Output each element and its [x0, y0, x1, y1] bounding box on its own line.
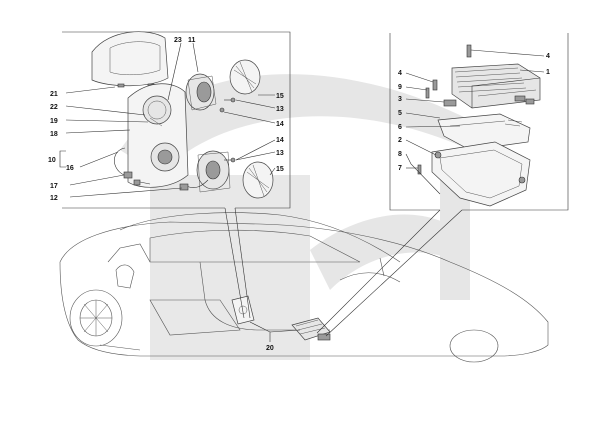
screws-left [219, 97, 236, 163]
callout-2: 2 [398, 137, 402, 144]
car-speaker-enclosure [231, 295, 255, 325]
speaker-grille-upper [229, 59, 261, 95]
callout-13-lower: 13 [276, 150, 284, 157]
callout-17: 17 [50, 183, 58, 190]
left-leader-lines [59, 42, 276, 198]
callout-4-left: 4 [398, 70, 402, 77]
callout-7: 7 [398, 165, 402, 172]
wiring-harness-left [114, 147, 209, 191]
callout-8: 8 [398, 151, 402, 158]
amplifier-bracket [437, 99, 531, 151]
amplifier-unit [451, 63, 541, 109]
left-detail-box [62, 31, 291, 209]
left-callouts: 23 11 21 22 19 18 10 16 17 12 15 13 14 1… [48, 37, 284, 202]
callout-19: 19 [50, 118, 58, 125]
callout-4-right: 4 [546, 53, 550, 60]
callout-13-upper: 13 [276, 106, 284, 113]
callout-20: 20 [266, 345, 274, 352]
midrange-speaker [196, 150, 231, 193]
callout-5: 5 [398, 110, 402, 117]
callout-3: 3 [398, 96, 402, 103]
callout-15-lower: 15 [276, 166, 284, 173]
callout-23: 23 [174, 37, 182, 44]
callout-9: 9 [398, 84, 402, 91]
screws-right [417, 44, 472, 175]
callout-11: 11 [188, 37, 196, 44]
amplifier-tray [431, 141, 531, 207]
callout-22: 22 [50, 104, 58, 111]
callout-18: 18 [50, 131, 58, 138]
speaker-grille-lower [242, 161, 274, 199]
callout-15-upper: 15 [276, 93, 284, 100]
callout-10: 10 [48, 157, 56, 164]
callout-6: 6 [398, 124, 402, 131]
callout-14-lower: 14 [276, 137, 284, 144]
speaker-housing-panel [127, 83, 189, 188]
callout-21: 21 [50, 91, 58, 98]
connection-lines [224, 207, 463, 342]
speaker-enclosure-cover [91, 31, 169, 88]
callout-16: 16 [66, 165, 74, 172]
callout-1: 1 [546, 69, 550, 76]
woofer-speaker [185, 73, 217, 111]
right-leader-lines [405, 49, 545, 195]
right-callouts: 4 1 4 9 3 5 6 2 8 7 [398, 53, 550, 172]
car-outline [59, 212, 549, 363]
callout-14-upper: 14 [276, 121, 284, 128]
right-detail-box [389, 33, 569, 211]
callout-12: 12 [50, 195, 58, 202]
